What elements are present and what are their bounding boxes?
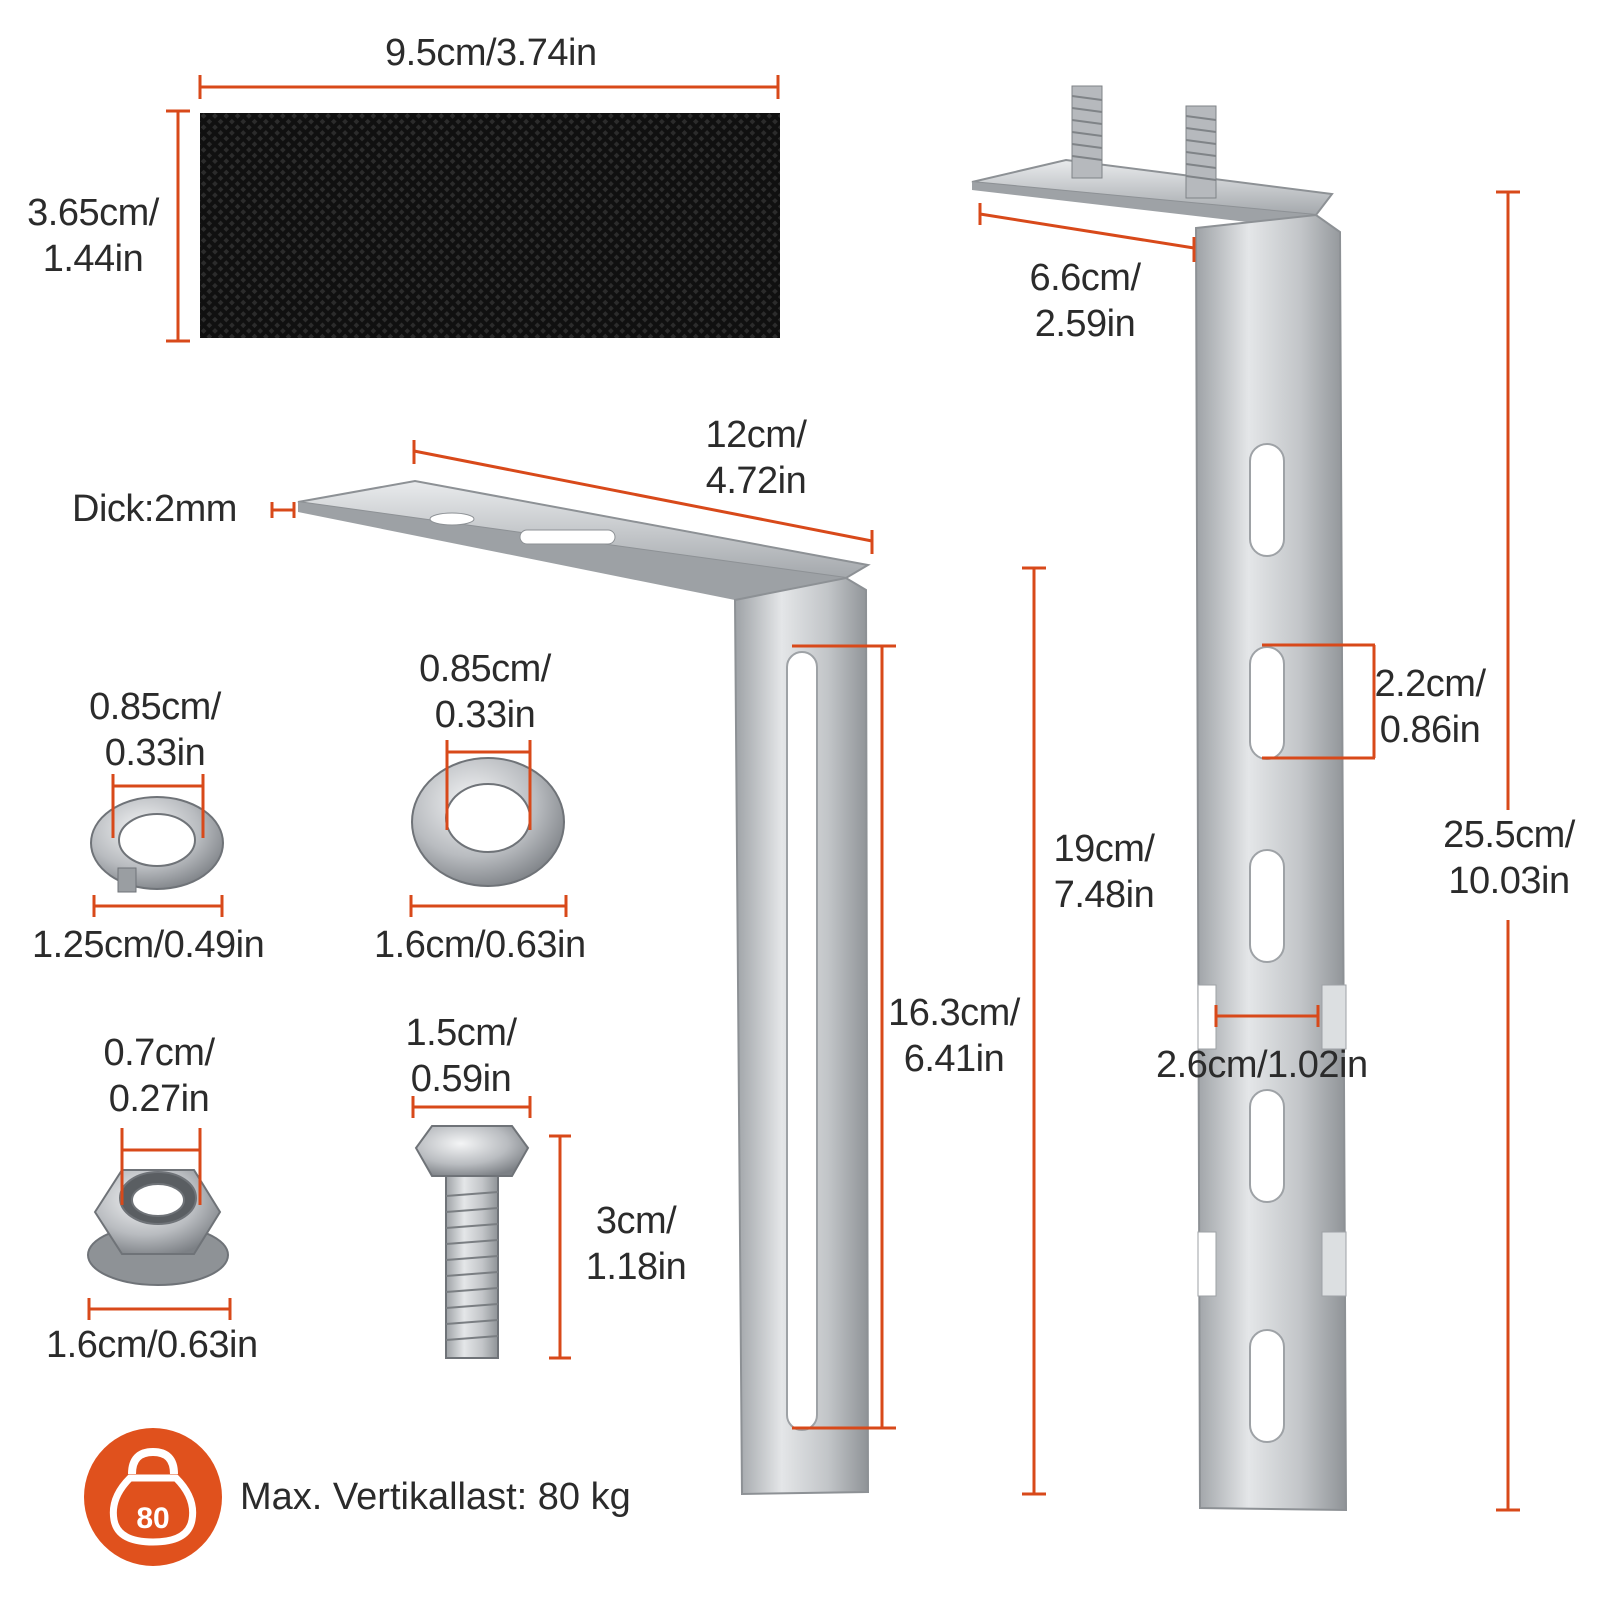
- large-bracket: [971, 85, 1348, 1512]
- badge-value: 80: [136, 1502, 169, 1535]
- nut-inner-dimension: [120, 1128, 202, 1205]
- pad-height-label-line1: 3.65cm/: [27, 192, 159, 234]
- bolt-width-dimension: [411, 1096, 532, 1118]
- large-bracket-height-label-line2: 10.03in: [1448, 860, 1570, 902]
- spring-washer-inner-dimension: [111, 774, 205, 838]
- small-bracket-height-label-line2: 7.48in: [1053, 874, 1155, 916]
- spring-washer-inner-label-line1: 0.85cm/: [89, 686, 221, 728]
- pad-width-dimension: [198, 75, 780, 99]
- large-bracket-top-label-line1: 6.6cm/: [1029, 257, 1141, 299]
- flat-washer-inner-label-line2: 0.33in: [434, 694, 536, 736]
- small-bracket-height-label-line1: 19cm/: [1053, 828, 1155, 870]
- pad-height-label-line2: 1.44in: [42, 238, 144, 280]
- large-bracket-top-label-line2: 2.59in: [1034, 303, 1136, 345]
- thickness-dimension: [270, 502, 296, 518]
- hex-bolt: [414, 1125, 530, 1359]
- offset-label: 2.6cm/1.02in: [1156, 1044, 1368, 1086]
- load-badge: 80: [84, 1428, 222, 1566]
- large-bracket-height-label-line1: 25.5cm/: [1443, 814, 1575, 856]
- flange-nut: [87, 1169, 229, 1286]
- flat-washer-inner-label-line1: 0.85cm/: [419, 648, 551, 690]
- max-load-text: Max. Vertikallast: 80 kg: [240, 1476, 631, 1518]
- spring-washer-inner-label-line2: 0.33in: [104, 732, 206, 774]
- flat-washer-outer-label: 1.6cm/0.63in: [374, 924, 586, 966]
- nut-outer-dimension: [87, 1298, 232, 1320]
- slot-height-label-line2: 0.86in: [1379, 709, 1481, 751]
- slot-height-dimension: [1262, 643, 1376, 760]
- offset-dimension: [1214, 1005, 1320, 1027]
- slot-length-dimension: [792, 644, 896, 1430]
- flat-washer-inner-dimension: [445, 740, 532, 830]
- flat-washer: [411, 757, 565, 887]
- kettlebell-icon: 80: [109, 1447, 197, 1546]
- bolt-length-label-line1: 3cm/: [595, 1200, 677, 1242]
- spring-washer: [90, 796, 224, 893]
- pad-height-dimension: [166, 109, 190, 343]
- small-bracket: [297, 479, 871, 1496]
- large-bracket-height-dimension: [1496, 190, 1520, 1512]
- pad-width-label: 9.5cm/3.74in: [385, 32, 597, 74]
- thickness-label: Dick:2mm: [72, 488, 237, 530]
- bolt-length-dimension: [549, 1134, 571, 1360]
- spring-washer-outer-dimension: [92, 895, 224, 917]
- slot-length-label-line2: 6.41in: [903, 1038, 1005, 1080]
- bolt-width-label-line2: 0.59in: [410, 1058, 512, 1100]
- slot-height-label-line1: 2.2cm/: [1374, 663, 1486, 705]
- spring-washer-outer-label: 1.25cm/0.49in: [32, 924, 265, 966]
- small-bracket-top-label-line2: 4.72in: [705, 460, 807, 502]
- nut-outer-label: 1.6cm/0.63in: [46, 1324, 258, 1366]
- large-bracket-top-dimension: [978, 203, 1196, 262]
- nut-inner-label-line2: 0.27in: [108, 1078, 210, 1120]
- flat-washer-outer-dimension: [409, 895, 568, 917]
- nut-inner-label-line1: 0.7cm/: [103, 1032, 215, 1074]
- small-bracket-top-dimension: [412, 440, 874, 554]
- small-bracket-height-dimension: [1022, 566, 1046, 1496]
- bolt-length-label-line2: 1.18in: [585, 1246, 687, 1288]
- small-bracket-top-label-line1: 12cm/: [705, 414, 807, 456]
- slot-length-label-line1: 16.3cm/: [888, 992, 1020, 1034]
- rubber-pad: [200, 113, 780, 338]
- bolt-width-label-line1: 1.5cm/: [405, 1012, 517, 1054]
